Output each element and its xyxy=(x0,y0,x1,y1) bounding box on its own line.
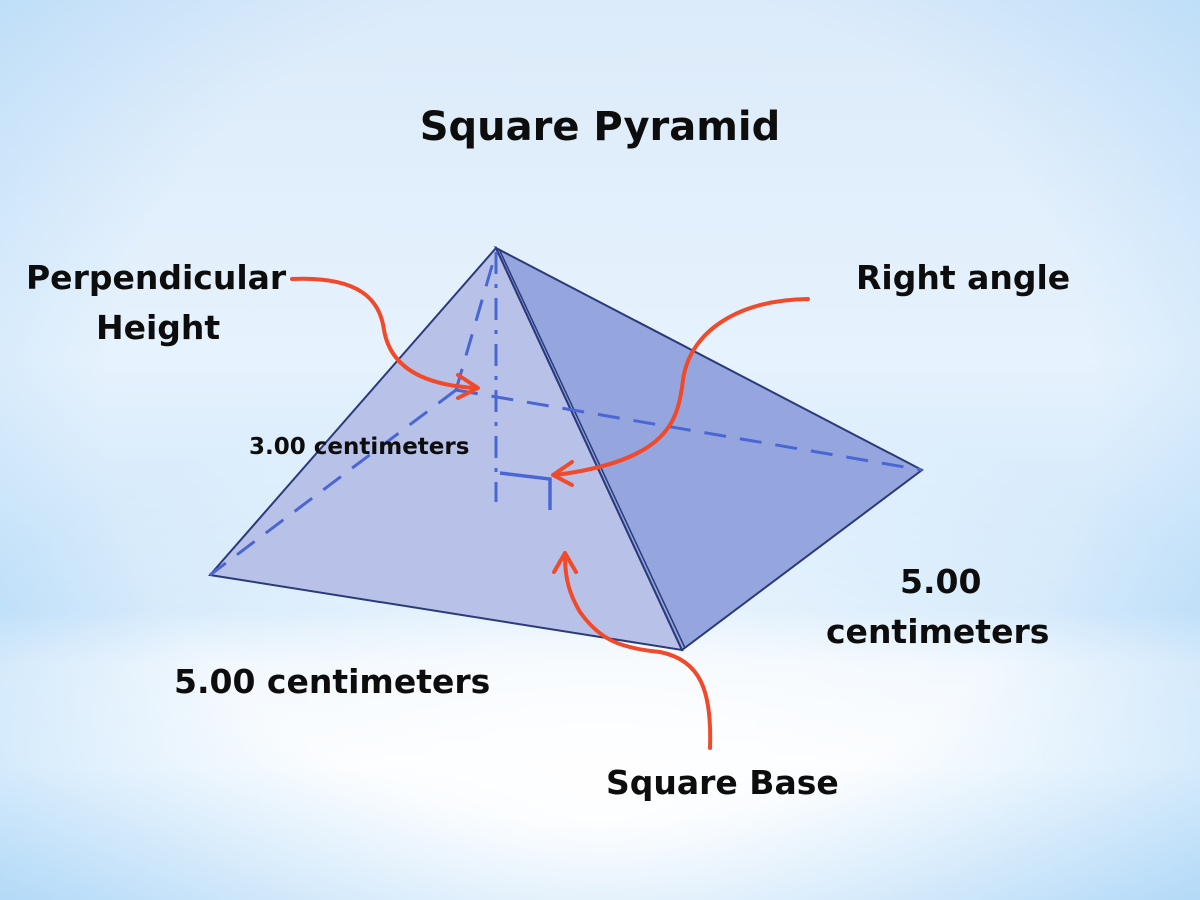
page-title: Square Pyramid xyxy=(419,104,781,150)
right-angle-arrow xyxy=(554,297,810,477)
right-angle-label: Right angle xyxy=(856,258,1071,297)
square-base-label: Square Base xyxy=(606,763,839,802)
right-edge-length-line2: centimeters xyxy=(826,612,1050,651)
perpendicular-height-arrow xyxy=(290,276,478,390)
front-edge-length-label: 5.00 centimeters xyxy=(174,662,491,701)
right-angle-marker xyxy=(499,471,552,510)
arrowhead-icon xyxy=(552,551,578,574)
right-edge-length-line1: 5.00 xyxy=(900,562,982,601)
square-base-arrow xyxy=(563,554,713,750)
arrowhead-icon xyxy=(456,373,480,400)
hidden-edges xyxy=(209,251,923,577)
perpendicular-height-label-line1: Perpendicular xyxy=(26,258,287,297)
height-value-label: 3.00 centimeters xyxy=(249,434,470,460)
pyramid-right-face xyxy=(493,245,924,652)
perpendicular-height-label-line2: Height xyxy=(96,308,221,347)
front-edge-line xyxy=(498,248,686,649)
arrowhead-icon xyxy=(551,460,574,487)
